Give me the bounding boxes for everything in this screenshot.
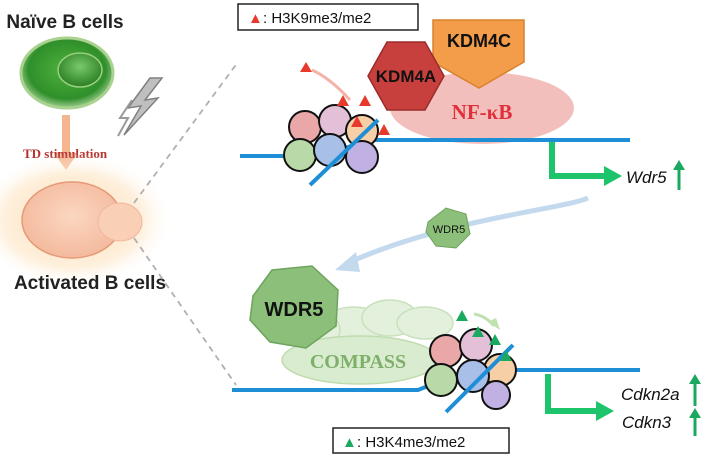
kdm4a-label: KDM4A	[376, 67, 436, 86]
h3k9-marks	[337, 95, 390, 135]
activated-b-cells-label: Activated B cells	[14, 273, 166, 294]
removed-mark-triangle-icon	[300, 62, 312, 72]
legend-h3k9: ▲ : H3K9me3/me2	[237, 3, 419, 31]
wdr5-large-label: WDR5	[265, 299, 324, 321]
demethylation-arrow	[311, 68, 352, 102]
kdm4c-protein: KDM4C	[432, 19, 525, 89]
h3k4-triangle-icon	[472, 326, 484, 337]
h3k9-triangle-icon	[351, 116, 363, 127]
methylation-arrow	[473, 312, 496, 327]
wdr5-protein-large: WDR5	[249, 265, 339, 349]
wdr5-small-label: WDR5	[433, 224, 465, 236]
h3k4-triangle-icon	[489, 334, 501, 345]
h3k4-triangle-icon	[500, 350, 512, 361]
cdkn3-up-arrow-icon	[689, 408, 701, 436]
compass-label: COMPASS	[310, 351, 406, 373]
naive-b-cells-label: Naïve B cells	[6, 12, 123, 33]
nucleosome-bottom	[424, 328, 517, 414]
h3k4-marks	[456, 310, 512, 361]
h3k9-triangle-icon	[359, 95, 371, 106]
wdr5-protein-small: WDR5	[425, 207, 471, 249]
cdkn2a-up-arrow-icon	[689, 374, 701, 406]
h3k9-triangle-icon	[378, 124, 390, 135]
kdm4c-label: KDM4C	[447, 31, 511, 51]
methylation-arrowhead	[488, 318, 500, 330]
wdr5-translation-arrow	[348, 195, 589, 265]
wdr5-gene-label: Wdr5	[626, 168, 667, 187]
nucleosome-top	[283, 104, 380, 187]
zoom-line-top	[133, 61, 239, 204]
legend-h3k4: ▲ : H3K4me3/me2	[332, 427, 510, 454]
naive-b-cell-group: Naïve B cells	[6, 12, 124, 110]
cdkn-gene-arrow	[545, 374, 614, 421]
cdkn3-gene-label: Cdkn3	[622, 413, 672, 432]
kdm4a-protein: KDM4A	[367, 41, 445, 111]
activated-b-cell-nucleus	[97, 202, 143, 242]
wdr5-gene-arrow	[549, 142, 622, 186]
lightning-bolt-icon	[117, 77, 164, 137]
wdr5-translation-arrowhead	[335, 252, 360, 272]
zoom-line-bottom	[133, 237, 237, 386]
naive-b-cell-nucleus	[57, 52, 103, 88]
wdr5-up-arrow-icon	[673, 160, 685, 190]
activated-b-cell-group: Activated B cells	[0, 152, 173, 294]
legend-h3k4-text: : H3K4me3/me2	[357, 434, 465, 451]
nfkb-label: NF-κB	[452, 100, 513, 124]
cdkn2a-gene-label: Cdkn2a	[621, 385, 680, 404]
legend-h3k4-triangle-icon: ▲	[342, 434, 357, 451]
h3k9-triangle-icon	[337, 95, 349, 106]
legend-h3k9-text: : H3K9me3/me2	[263, 10, 371, 27]
h3k4-triangle-icon	[456, 310, 468, 321]
legend-h3k9-triangle-icon: ▲	[248, 10, 263, 27]
